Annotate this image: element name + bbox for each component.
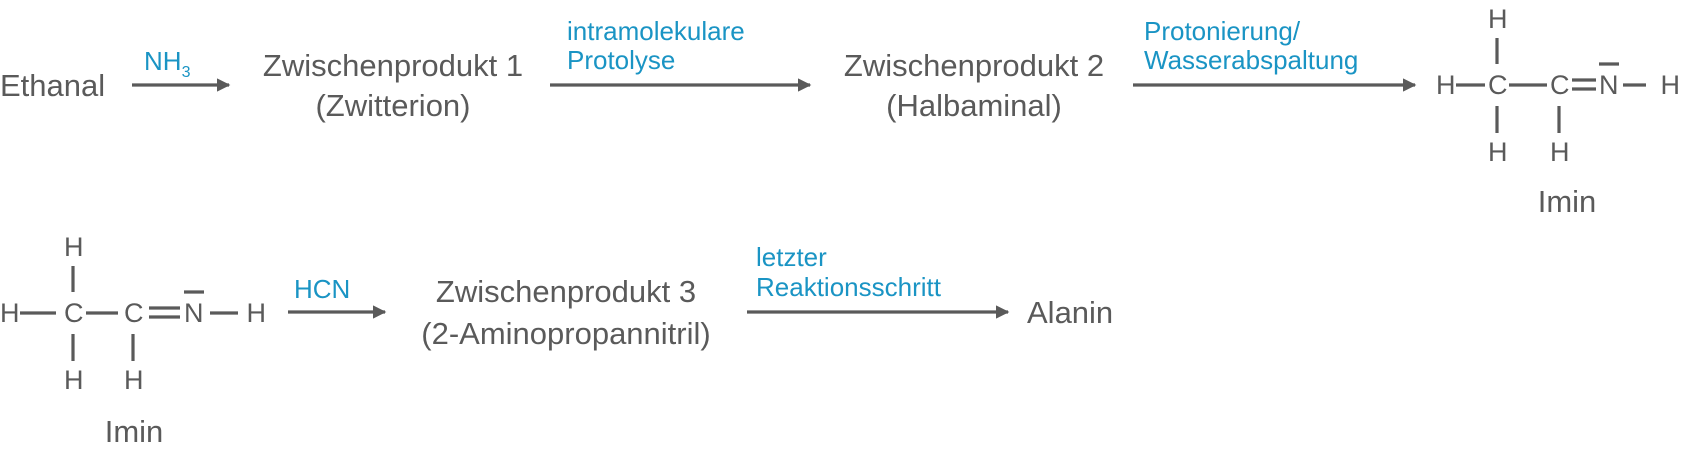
imine-structure-2: H C H H C H N H bbox=[0, 232, 266, 395]
arrow-final: letzter Reaktionsschritt bbox=[747, 242, 1010, 319]
step-dehydration-line2: Wasserabspaltung bbox=[1144, 45, 1358, 75]
atom-h: H bbox=[1550, 137, 1570, 167]
atom-n: N bbox=[1599, 70, 1619, 100]
ethanal-label: Ethanal bbox=[0, 68, 105, 103]
product2-subtitle: (Halbaminal) bbox=[886, 88, 1062, 123]
atom-c: C bbox=[124, 298, 144, 328]
step-final-line1: letzter bbox=[756, 242, 827, 272]
atom-h: H bbox=[64, 365, 84, 395]
imine-label-1: Imin bbox=[1538, 184, 1597, 219]
atom-h: H bbox=[1488, 4, 1508, 34]
arrow-protolysis: intramolekulare Protolyse bbox=[550, 16, 812, 92]
atom-c: C bbox=[64, 298, 84, 328]
product1-subtitle: (Zwitterion) bbox=[315, 88, 470, 123]
product2-title: Zwischenprodukt 2 bbox=[844, 48, 1104, 83]
arrow-dehydration: Protonierung/ Wasserabspaltung bbox=[1133, 16, 1417, 92]
product1-title: Zwischenprodukt 1 bbox=[263, 48, 523, 83]
alanine-label: Alanin bbox=[1027, 295, 1113, 330]
imine-label-2: Imin bbox=[105, 414, 164, 449]
step-protolysis-line2: Protolyse bbox=[567, 45, 675, 75]
step-protolysis-line1: intramolekulare bbox=[567, 16, 745, 46]
atom-h: H bbox=[1488, 137, 1508, 167]
imine-structure-1: H C H H C H N H bbox=[1436, 4, 1680, 167]
atom-h: H bbox=[1661, 70, 1681, 100]
atom-h: H bbox=[247, 298, 267, 328]
atom-h: H bbox=[64, 232, 84, 262]
step-nh3-label: NH3 bbox=[144, 46, 191, 81]
atom-h: H bbox=[124, 365, 144, 395]
nh3-main: NH bbox=[144, 46, 182, 76]
arrow-hcn: HCN bbox=[288, 274, 387, 319]
step-final-line2: Reaktionsschritt bbox=[756, 272, 942, 302]
step-hcn-label: HCN bbox=[294, 274, 350, 304]
step-dehydration-line1: Protonierung/ bbox=[1144, 16, 1301, 46]
atom-h: H bbox=[0, 298, 20, 328]
atom-h: H bbox=[1436, 70, 1456, 100]
atom-c: C bbox=[1550, 70, 1570, 100]
product3-title: Zwischenprodukt 3 bbox=[436, 274, 696, 309]
product3-subtitle: (2-Aminopropannitril) bbox=[421, 316, 710, 351]
arrow-nh3: NH3 bbox=[132, 46, 231, 92]
atom-c: C bbox=[1488, 70, 1508, 100]
nh3-subscript: 3 bbox=[182, 64, 191, 81]
atom-n: N bbox=[184, 298, 204, 328]
